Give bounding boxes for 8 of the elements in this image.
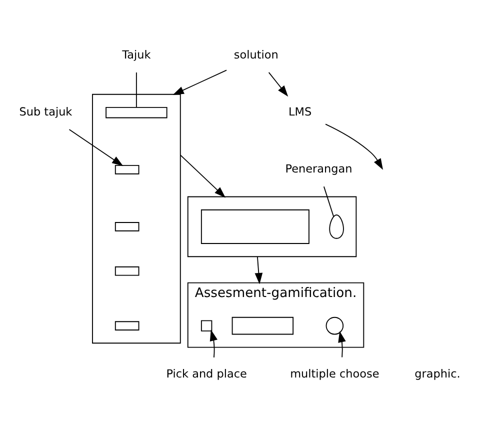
node-text: solution xyxy=(234,48,278,61)
label: graphic. xyxy=(414,366,460,380)
node-text: Sub tajuk xyxy=(19,105,72,118)
node-text: LMS xyxy=(288,105,312,118)
node-text: Penerangan xyxy=(285,162,352,176)
node-text: multiple choose xyxy=(290,366,380,380)
node-text: Tajuk xyxy=(122,48,151,61)
node-text: Pick and place xyxy=(166,366,247,380)
